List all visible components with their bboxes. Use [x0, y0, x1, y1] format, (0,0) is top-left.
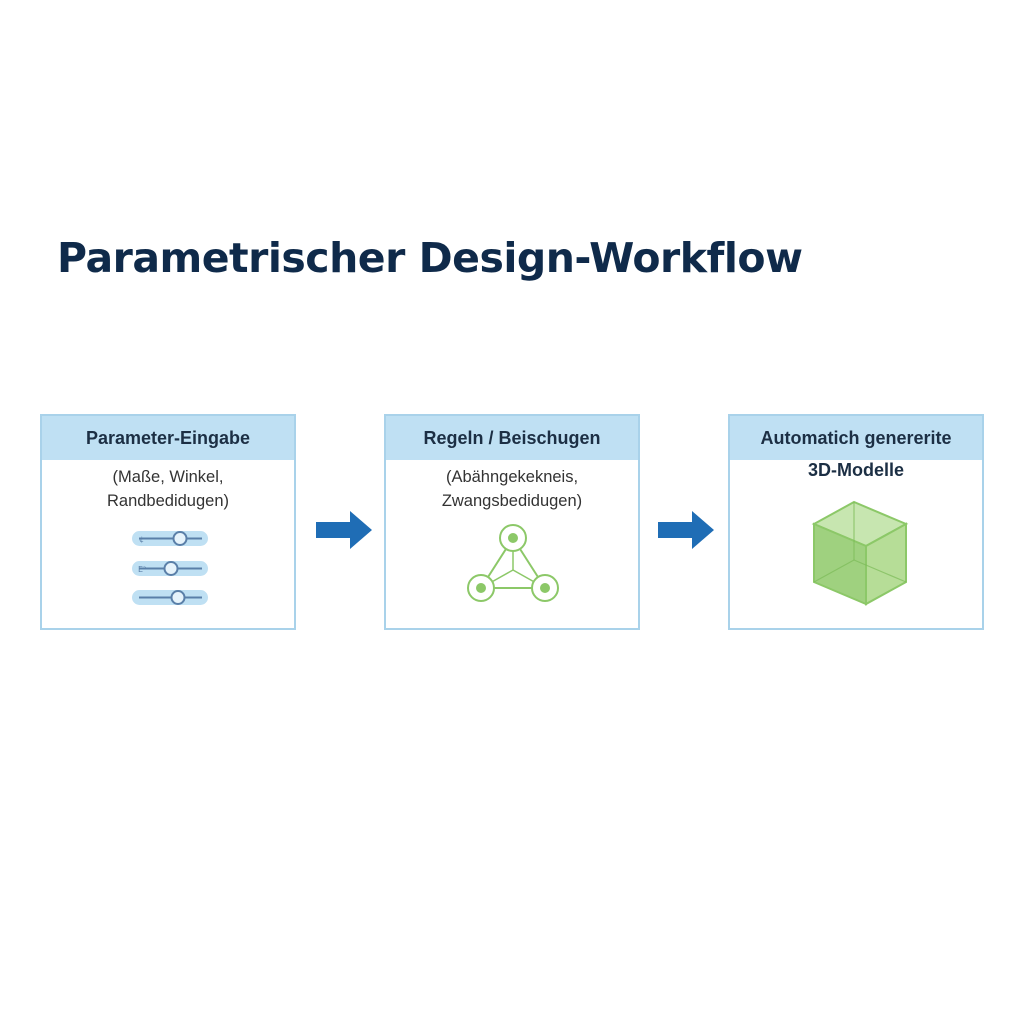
slider-3 — [132, 590, 208, 605]
step-box-parameter-input: Parameter-Eingabe (Maße, Winkel, Randbed… — [40, 414, 296, 630]
step-description-line: Zwangsbedidugen) — [441, 492, 583, 510]
cube-icon — [811, 500, 909, 606]
sliders-icon: ¢ E² — [132, 531, 208, 605]
diagram-title: Parametrischer Design-Workflow — [57, 234, 803, 282]
step-description-line: Randbedidugen) — [106, 492, 230, 510]
step-description-line: (Abähngekekneis, — [445, 468, 579, 486]
svg-text:¢: ¢ — [139, 535, 144, 544]
slider-1: ¢ — [132, 531, 208, 546]
slider-2: E² — [132, 561, 208, 576]
step-description-line: (Maße, Winkel, — [112, 468, 224, 486]
step-box-rules: Regeln / Beischugen (Abähngekekneis, Zwa… — [384, 414, 640, 630]
constraint-graph-icon — [467, 524, 559, 602]
arrow-right-icon — [658, 511, 714, 549]
arrow-right-icon — [316, 511, 372, 549]
step-heading: Automatich genererite — [730, 416, 982, 460]
svg-text:E²: E² — [138, 565, 146, 574]
step-heading: Regeln / Beischugen — [386, 416, 638, 460]
step-description: (Maße, Winkel, Randbedidugen) — [42, 465, 294, 513]
step-description: (Abähngekekneis, Zwangsbedidugen) — [386, 465, 638, 513]
step-heading-line2: 3D-Modelle — [807, 460, 904, 480]
step-heading: Parameter-Eingabe — [42, 416, 294, 460]
step-box-3d-models: Automatich genererite 3D-Modelle — [728, 414, 984, 630]
